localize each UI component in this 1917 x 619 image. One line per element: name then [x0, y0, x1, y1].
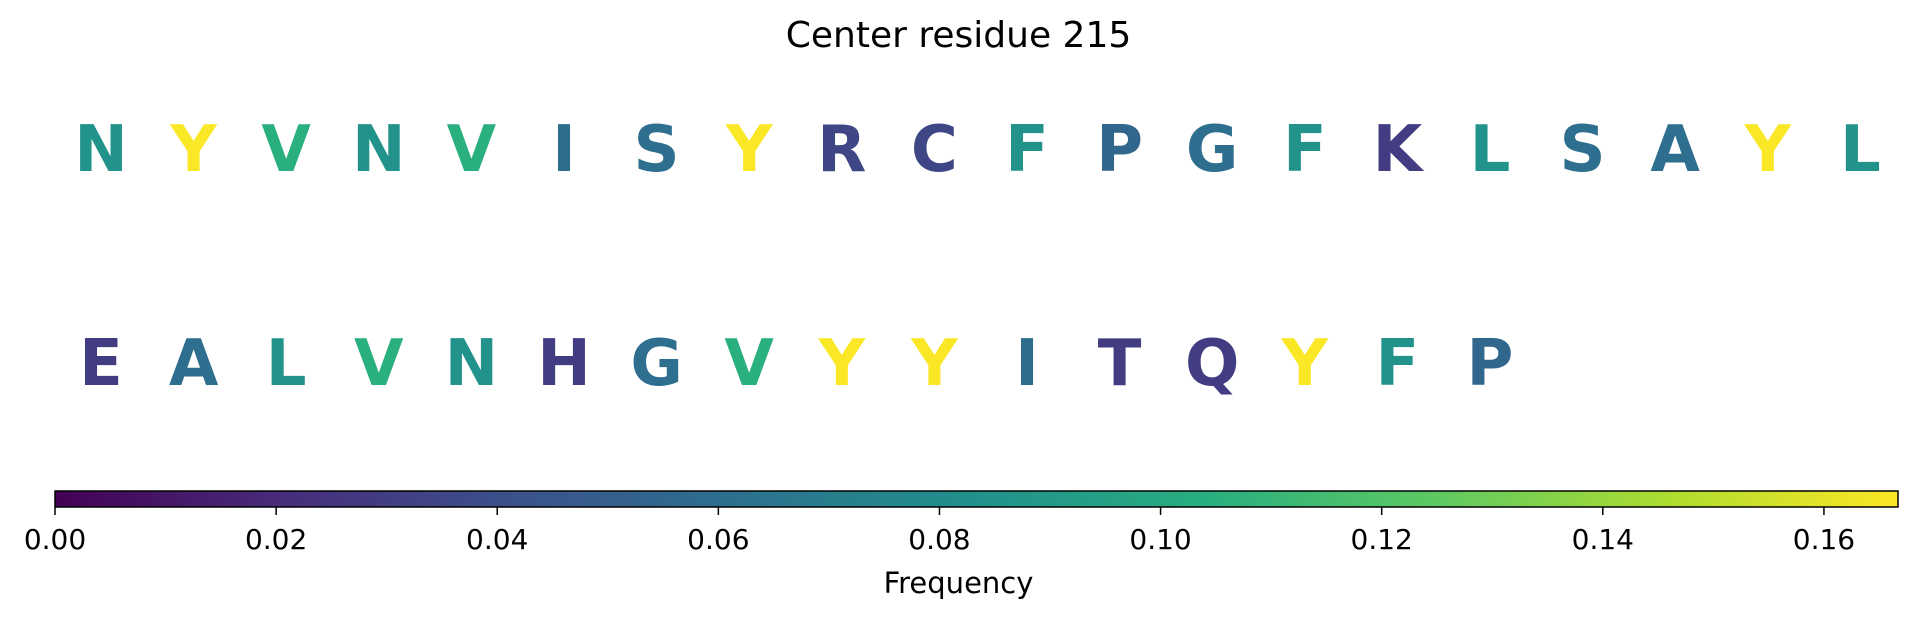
residue-letter: V: [354, 327, 404, 401]
residue-letter: F: [1376, 327, 1420, 401]
residue-letter: P: [1096, 113, 1143, 187]
residue-letter: Y: [910, 327, 958, 401]
residue-letter: Q: [1185, 327, 1239, 401]
residue-letter: F: [1005, 113, 1049, 187]
colorbar-tick-label: 0.08: [908, 523, 971, 556]
residue-letter: N: [74, 113, 128, 187]
residue-letter: N: [445, 327, 499, 401]
colorbar-tick-label: 0.04: [466, 523, 529, 556]
residue-letter: Y: [818, 327, 866, 401]
residue-letter: P: [1467, 327, 1514, 401]
residue-letter: L: [266, 327, 307, 401]
residue-letter: S: [1560, 113, 1606, 187]
residue-letter: I: [552, 113, 576, 187]
residue-letter: I: [1015, 327, 1039, 401]
colorbar: [54, 490, 1899, 508]
colorbar-tick-label: 0.16: [1792, 523, 1856, 556]
residue-letter: Y: [1281, 327, 1329, 401]
colorbar-tick-label: 0.06: [687, 523, 750, 556]
colorbar-label: Frequency: [883, 566, 1034, 600]
residue-letter: A: [169, 327, 219, 401]
residue-letter: V: [724, 327, 774, 401]
residue-letter: E: [79, 327, 123, 401]
colorbar-tick-label: 0.00: [23, 523, 87, 556]
residue-letter: Y: [1744, 113, 1792, 187]
residue-letter: V: [447, 113, 497, 187]
residue-letter: S: [634, 113, 680, 187]
residue-letter: F: [1283, 113, 1327, 187]
residue-letter: R: [817, 113, 866, 187]
residue-letter: C: [911, 113, 958, 187]
residue-letter: L: [1470, 113, 1511, 187]
residue-letter: G: [1186, 113, 1239, 187]
residue-letter: Y: [725, 113, 773, 187]
colorbar-tick-label: 0.02: [244, 523, 308, 556]
colorbar-tick-label: 0.12: [1350, 523, 1413, 556]
residue-letter: T: [1098, 327, 1142, 401]
colorbar-ticks: [54, 507, 1825, 515]
residue-letter: Y: [169, 113, 217, 187]
residue-letter: H: [537, 327, 591, 401]
chart-title: Center residue 215: [785, 15, 1132, 56]
residue-letter: L: [1840, 113, 1881, 187]
colorbar-tick-label: 0.14: [1571, 523, 1634, 556]
colorbar-tick-label: 0.10: [1129, 523, 1192, 556]
residue-letter: A: [1650, 113, 1700, 187]
residue-letter: G: [630, 327, 683, 401]
residue-letter: K: [1373, 113, 1425, 187]
residue-letter: V: [261, 113, 311, 187]
residue-letter: N: [352, 113, 406, 187]
